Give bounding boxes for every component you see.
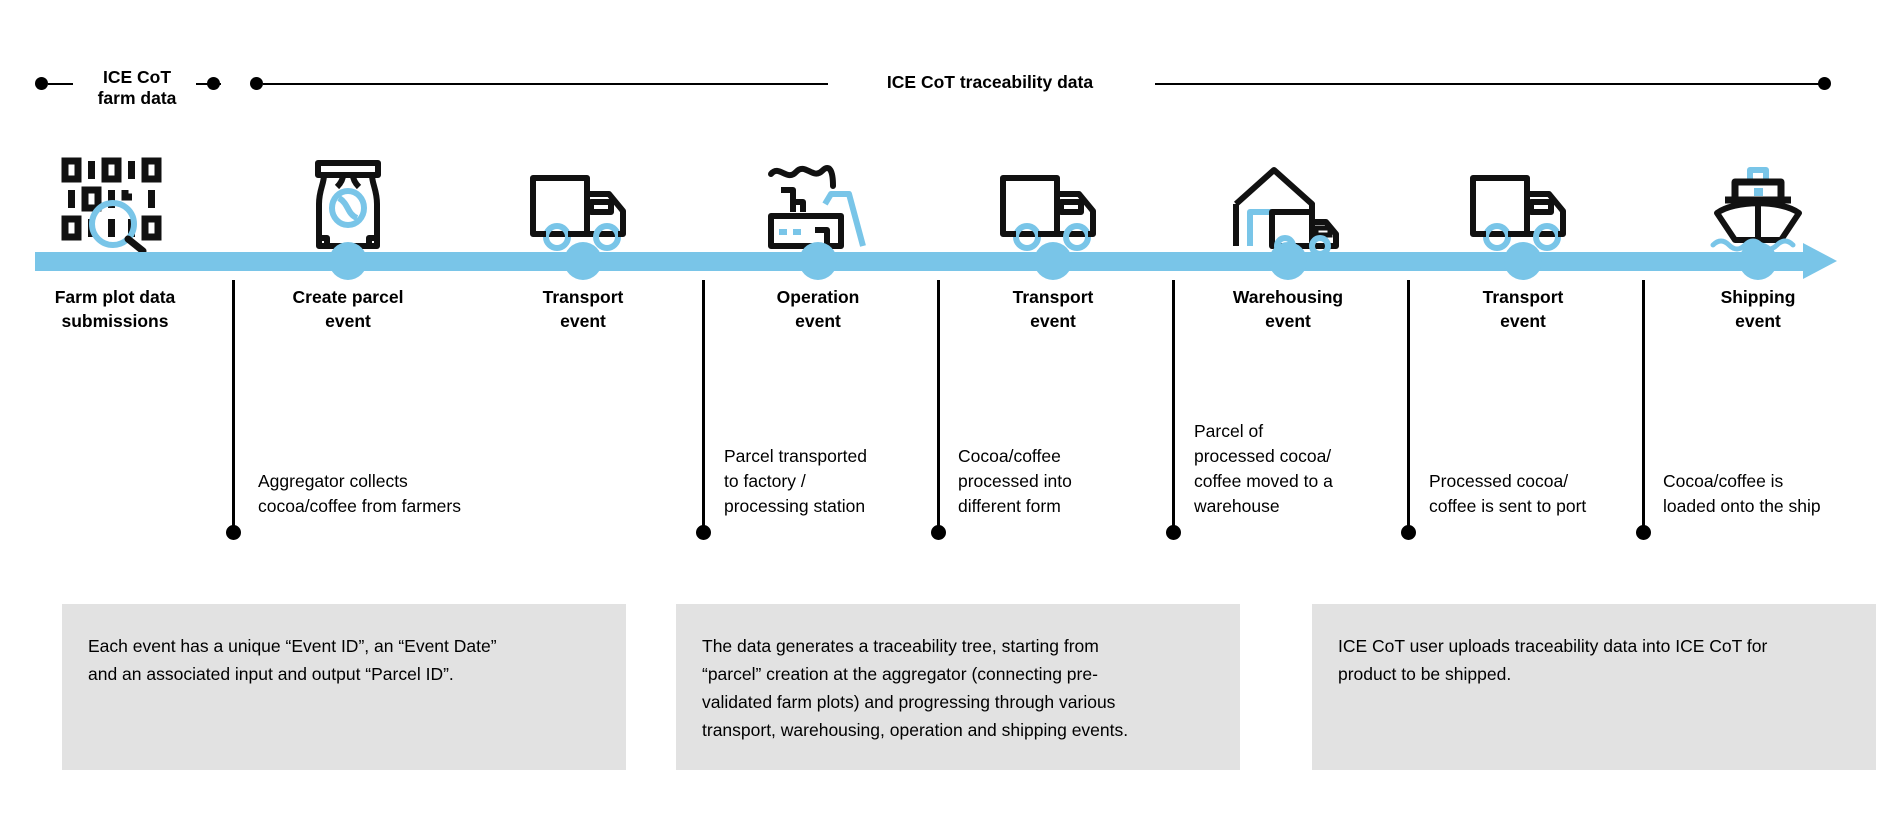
drop-dot-warehousing [1401,525,1416,540]
timeline-node-warehousing[interactable] [1269,242,1307,280]
stage-icon-transport-2 [968,152,1138,252]
timeline-node-transport-3[interactable] [1504,242,1542,280]
ship-icon [1710,167,1802,252]
bracket-start-dot-traceability [250,77,263,90]
stage-icon-transport-1 [498,152,668,252]
stage-label-create-parcel: Create parcel event [292,287,404,331]
drop-line-transport-1 [702,280,705,532]
stage-icon-shipping [1673,152,1843,252]
drop-line-operation [937,280,940,532]
drop-dot-create-parcel [226,525,241,540]
timeline-bar [35,252,1807,271]
callout-box-event-id [62,604,626,770]
drop-dot-transport-1 [696,525,711,540]
stage-label-operation: Operation event [776,287,860,331]
drop-dot-transport-2 [1166,525,1181,540]
factory-icon [768,165,866,249]
bracket-end-dot-farm-data [207,77,220,90]
bracket-end-dot-traceability [1818,77,1831,90]
bracket-line-left-farm-data [48,83,73,85]
truck-icon [530,175,626,251]
stage-label-transport-1: Transport event [542,287,624,331]
timeline-node-transport-1[interactable] [564,242,602,280]
stage-description-shipping: Cocoa/coffee is loaded onto the ship [1663,471,1821,516]
timeline-arrow-head [1803,243,1837,279]
drop-dot-operation [931,525,946,540]
drop-line-transport-3 [1642,280,1645,532]
timeline-node-transport-2[interactable] [1034,242,1072,280]
callout-text-event-id: Each event has a unique “Event ID”, an “… [88,636,497,684]
stage-label-farm-plot-data: Farm plot data submissions [54,287,176,331]
stage-description-transport-2: Cocoa/coffee processed into different fo… [958,446,1072,516]
timeline-node-operation[interactable] [799,242,837,280]
timeline-node-create-parcel[interactable] [329,242,367,280]
warehouse-truck-icon [1233,167,1339,252]
stage-icon-warehousing [1203,152,1373,252]
binary-data-magnifier-icon [61,157,162,252]
stage-description-warehousing: Parcel of processed cocoa/ coffee moved … [1194,421,1333,516]
bracket-line-right-traceability [1155,83,1823,85]
timeline-node-shipping[interactable] [1739,242,1777,280]
stage-icon-transport-3 [1438,152,1608,252]
truck-icon [1000,175,1096,251]
callout-box-upload [1312,604,1876,770]
drop-dot-transport-3 [1636,525,1651,540]
callout-box-traceability-tree [676,604,1240,770]
bracket-row: ICE CoT farm data ICE CoT traceability d… [0,0,1889,130]
bracket-line-left-traceability [263,83,828,85]
callout-text-upload: ICE CoT user uploads traceability data i… [1338,636,1768,684]
truck-icon [1470,175,1566,251]
bracket-start-dot-farm-data [35,77,48,90]
drop-line-transport-2 [1172,280,1175,532]
timeline-axis [35,243,1837,279]
stage-icon-operation [733,152,903,252]
stage-icon-create-parcel [263,152,433,252]
stage-description-operation: Parcel transported to factory / processi… [724,446,867,516]
bracket-label-traceability: ICE CoT traceability data [886,72,1094,92]
stage-label-warehousing: Warehousing event [1232,287,1344,331]
parcel-sack-icon [315,160,381,249]
stage-description-transport-3: Processed cocoa/ coffee is sent to port [1429,471,1587,516]
stage-description-create-parcel: Aggregator collects cocoa/coffee from fa… [258,471,461,516]
drop-line-warehousing [1407,280,1410,532]
callout-text-traceability-tree: The data generates a traceability tree, … [702,636,1129,740]
stage-label-shipping: Shipping event [1720,287,1796,331]
drop-line-create-parcel [232,280,235,532]
stage-label-transport-3: Transport event [1482,287,1564,331]
stage-label-transport-2: Transport event [1012,287,1094,331]
bracket-label-farm-data: ICE CoT farm data [97,67,177,108]
stage-icon-farm-plot-data [28,152,198,252]
